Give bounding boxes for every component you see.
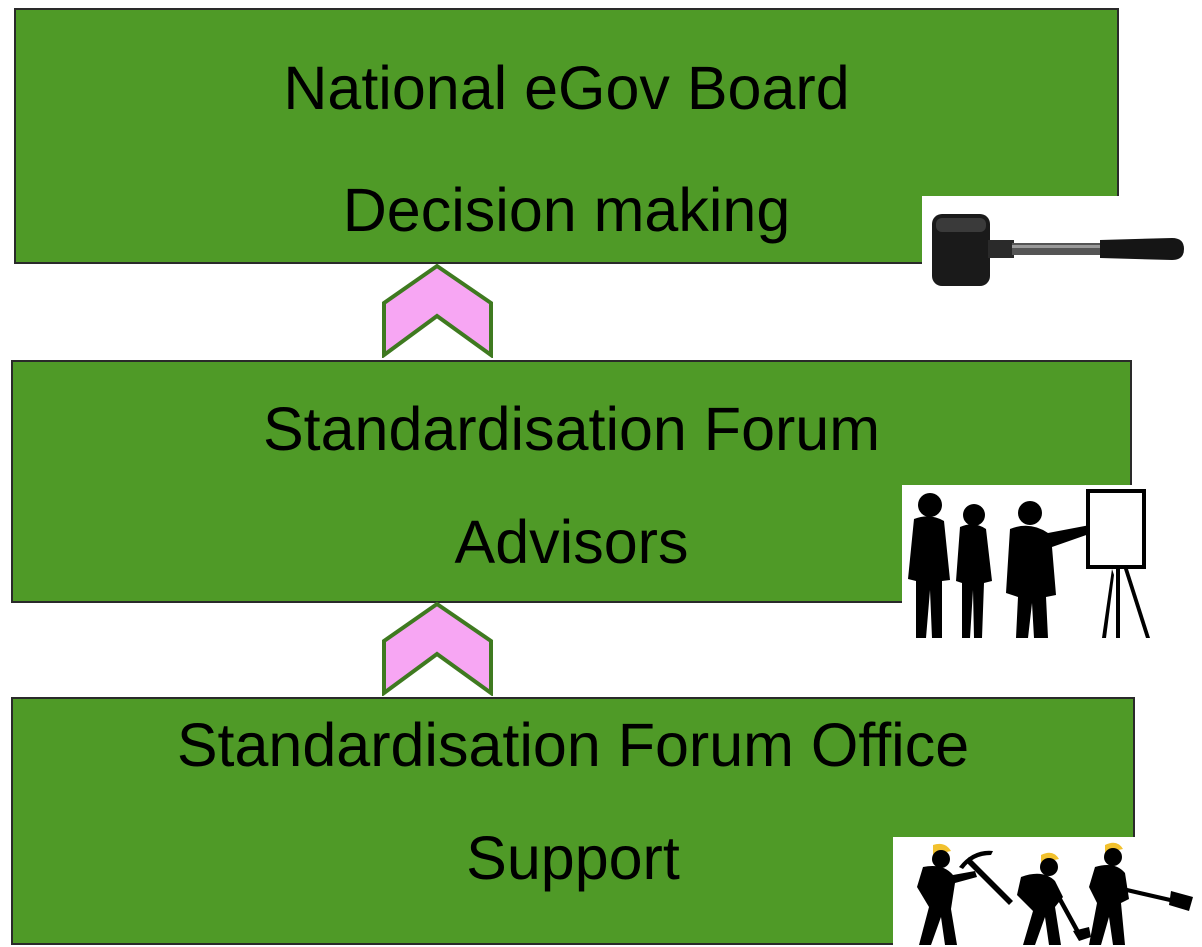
board-role: Decision making (342, 176, 791, 244)
gavel-icon (922, 196, 1190, 299)
forum-role: Advisors (454, 508, 689, 576)
office-title: Standardisation Forum Office (176, 711, 970, 779)
board-box: National eGov Board Decision making (14, 8, 1119, 264)
board-title: National eGov Board (283, 54, 850, 122)
up-chevron-arrow (382, 601, 493, 696)
forum-title: Standardisation Forum (262, 395, 881, 463)
advisors-presentation-icon (902, 485, 1177, 638)
workers-icon (893, 837, 1202, 947)
office-role: Support (466, 824, 680, 892)
up-chevron-arrow (382, 263, 493, 358)
